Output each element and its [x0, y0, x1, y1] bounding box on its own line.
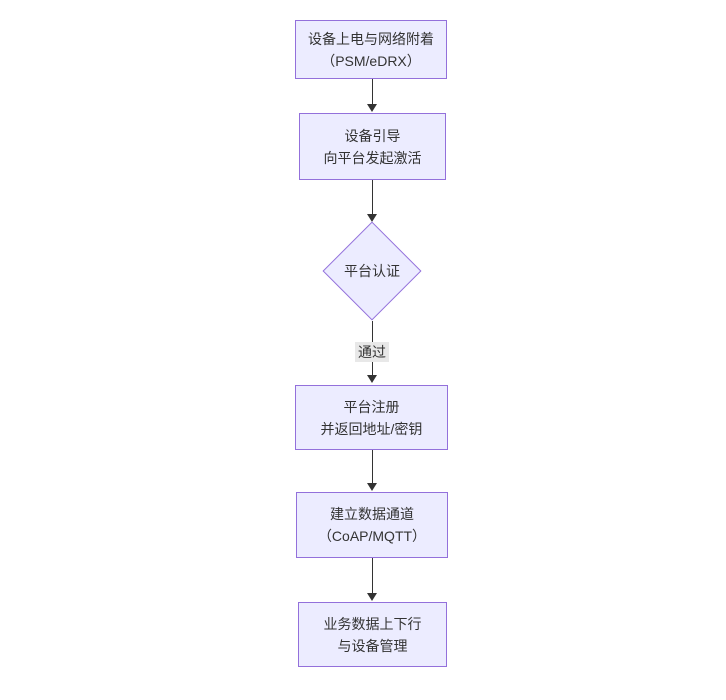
node-platform-auth: 平台认证 — [321, 221, 423, 321]
node-label-line: 平台注册 — [343, 398, 400, 415]
arrow-line — [371, 450, 373, 483]
node-label-line: 并返回地址/密钥 — [320, 420, 423, 437]
node-platform-register: 平台注册 并返回地址/密钥 — [295, 385, 448, 450]
node-bootstrap-activate: 设备引导 向平台发起激活 — [299, 113, 446, 180]
node-label-line: 设备引导 — [344, 127, 401, 144]
node-label-line: 与设备管理 — [337, 637, 408, 654]
arrow-head-icon — [367, 214, 377, 222]
arrow-head-icon — [367, 483, 377, 491]
node-data-channel: 建立数据通道 （CoAP/MQTT） — [296, 492, 448, 558]
arrow-down-5 — [366, 558, 378, 601]
edge-label-pass: 通过 — [355, 342, 389, 362]
node-label-line: 向平台发起激活 — [323, 149, 422, 166]
arrow-down-1 — [366, 79, 378, 112]
node-label-line: 业务数据上下行 — [323, 615, 422, 632]
arrow-down-4 — [366, 450, 378, 491]
node-label-line: （PSM/eDRX） — [321, 52, 421, 69]
node-label-line: 建立数据通道 — [330, 506, 414, 522]
node-business-data: 业务数据上下行 与设备管理 — [298, 602, 447, 667]
arrow-line — [371, 79, 373, 104]
arrow-down-3: 通过 — [355, 321, 389, 383]
node-label-line: 设备上电与网络附着 — [308, 30, 434, 47]
node-power-attach: 设备上电与网络附着 （PSM/eDRX） — [295, 20, 447, 79]
node-label-line: 平台认证 — [344, 263, 400, 279]
arrow-head-icon — [367, 375, 377, 383]
arrow-line — [371, 558, 373, 593]
arrow-line — [371, 180, 373, 214]
node-label-line: （CoAP/MQTT） — [317, 528, 427, 544]
arrow-down-2 — [366, 180, 378, 222]
arrow-head-icon — [367, 104, 377, 112]
arrow-head-icon — [367, 593, 377, 601]
